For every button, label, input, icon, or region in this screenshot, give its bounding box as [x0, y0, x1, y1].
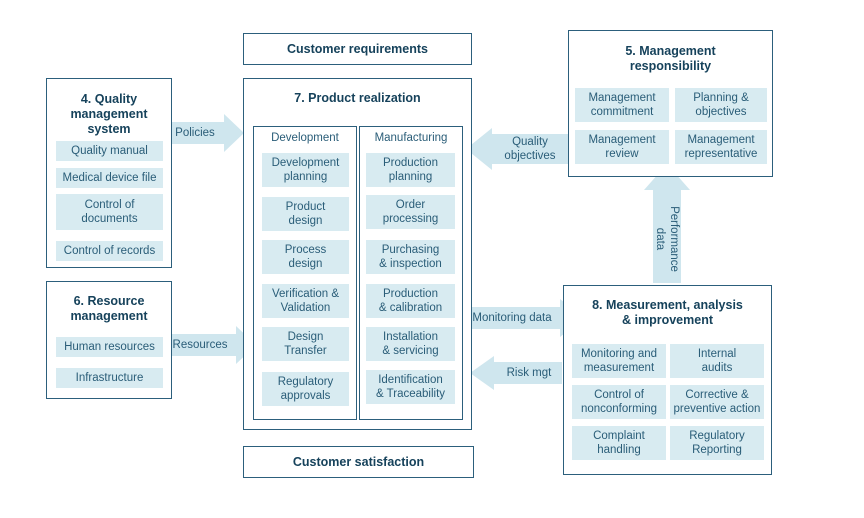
mgmt-item-management-review: Management review [575, 130, 669, 164]
policies-arrow [166, 114, 244, 152]
qms-item-control-of-documents: Control of documents [56, 194, 163, 230]
mfg-item-production-calibration: Production & calibration [366, 284, 455, 318]
quality-objectives-arrow-label: Quality objectives [504, 136, 556, 162]
performance-data-arrow [644, 164, 690, 283]
dev-item-product-design: Product design [262, 197, 349, 231]
development-column: Development Development planning Product… [253, 126, 357, 420]
dev-item-development-planning: Development planning [262, 153, 349, 187]
meas-item-complaint-handling: Complaint handling [572, 426, 666, 460]
resource-item-human-resources: Human resources [56, 337, 163, 357]
resource-item-infrastructure: Infrastructure [56, 368, 163, 388]
management-responsibility-box: 5. Management responsibility Management … [568, 30, 773, 177]
dev-item-regulatory-approvals: Regulatory approvals [262, 372, 349, 406]
quality-management-system-box: 4. Quality management system Quality man… [46, 78, 172, 268]
product-realization-title: 7. Product realization [294, 91, 421, 105]
meas-item-corrective-preventive-action: Corrective & preventive action [670, 385, 764, 419]
dev-item-design-transfer: Design Transfer [262, 327, 349, 361]
measurement-title: 8. Measurement, analysis & improvement [592, 298, 743, 327]
resource-title: 6. Resource management [70, 294, 148, 323]
development-heading: Development [271, 132, 339, 144]
mfg-item-identification-traceability: Identification & Traceability [366, 370, 455, 404]
meas-item-regulatory-reporting: Regulatory Reporting [670, 426, 764, 460]
qms-item-medical-device-file: Medical device file [56, 168, 163, 188]
qms-item-control-of-records: Control of records [56, 241, 163, 261]
resources-arrow [166, 326, 256, 364]
measurement-analysis-box: 8. Measurement, analysis & improvement M… [563, 285, 772, 475]
mgmt-item-management-commitment: Management commitment [575, 88, 669, 122]
mfg-item-purchasing-inspection: Purchasing & inspection [366, 240, 455, 274]
dev-item-verification-validation: Verification & Validation [262, 284, 349, 318]
customer-requirements-label: Customer requirements [286, 42, 428, 56]
mfg-item-order-processing: Order processing [366, 195, 455, 229]
monitoring-data-arrow-label: Monitoring data [472, 312, 552, 324]
manufacturing-column: Manufacturing Production planning Order … [359, 126, 463, 420]
product-realization-box: 7. Product realization Development Devel… [243, 78, 472, 430]
performance-data-arrow-label: Performance data [654, 206, 680, 272]
meas-item-internal-audits: Internal audits [670, 344, 764, 378]
meas-item-control-of-nonconforming: Control of nonconforming [572, 385, 666, 419]
mgmt-item-management-representative: Management representative [675, 130, 767, 164]
monitoring-data-arrow [463, 299, 584, 337]
manufacturing-heading: Manufacturing [374, 132, 448, 144]
mfg-item-production-planning: Production planning [366, 153, 455, 187]
dev-item-process-design: Process design [262, 240, 349, 274]
risk-mgt-arrow [470, 356, 562, 390]
mfg-item-installation-servicing: Installation & servicing [366, 327, 455, 361]
qms-item-quality-manual: Quality manual [56, 141, 163, 161]
risk-mgt-arrow-label: Risk mgt [506, 367, 552, 379]
customer-requirements-box: Customer requirements [243, 33, 472, 65]
mgmt-item-planning-objectives: Planning & objectives [675, 88, 767, 122]
quality-objectives-arrow [466, 128, 568, 170]
resource-management-box: 6. Resource management Human resources I… [46, 281, 172, 399]
qms-title: 4. Quality management system [70, 92, 148, 136]
customer-satisfaction-box: Customer satisfaction [243, 446, 474, 478]
meas-item-monitoring-measurement: Monitoring and measurement [572, 344, 666, 378]
customer-satisfaction-label: Customer satisfaction [292, 455, 425, 469]
management-title: 5. Management responsibility [625, 44, 716, 73]
policies-arrow-label: Policies [175, 127, 215, 139]
resources-arrow-label: Resources [172, 339, 228, 351]
